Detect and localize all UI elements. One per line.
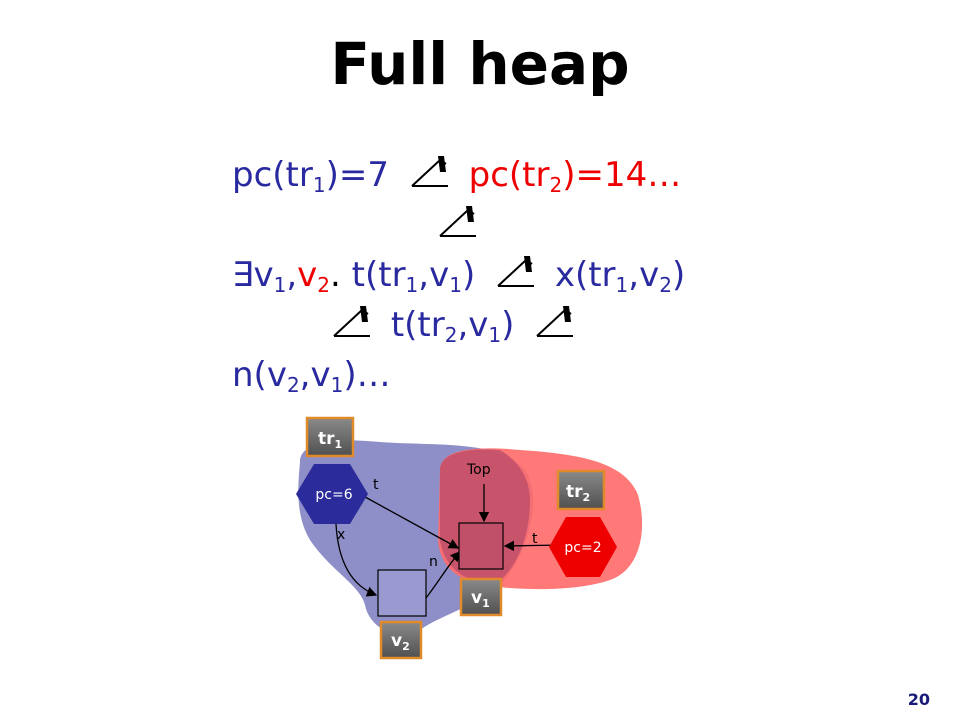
slide-title: Full heap (330, 30, 630, 98)
var-text: v (253, 255, 274, 295)
pc-tr1-text: pc(tr (232, 155, 313, 195)
edge-t-tr1-v1 (355, 491, 460, 549)
v2-name-box: v2 (379, 620, 423, 660)
pc1-label: pc=6 (315, 487, 352, 503)
subscript: 2 (659, 273, 672, 297)
page-number: 20 (907, 690, 930, 709)
subscript: 1 (405, 273, 419, 297)
subscript: 2 (286, 373, 300, 397)
tr1-sub: 1 (335, 438, 343, 451)
tr1-hexagon[interactable] (296, 464, 368, 524)
conjunction-flag-icon (411, 156, 448, 187)
tr2-hexagon[interactable] (549, 517, 617, 577)
edge-label-n: n (429, 554, 438, 570)
pc2-label: pc=2 (564, 540, 601, 556)
subscript: 1 (449, 273, 462, 297)
tr2-name: tr (566, 482, 583, 502)
subscript: 1 (273, 273, 287, 297)
pc-tr1-value: )=7 (325, 155, 389, 195)
v2-sub: 2 (402, 640, 410, 653)
svg-text:v1: v1 (471, 588, 490, 610)
edge-x-tr1-v2 (335, 523, 378, 597)
edge-n-v2-v1 (425, 551, 461, 599)
v1-name: v (471, 588, 482, 608)
x-relation-text: x(tr (554, 255, 616, 295)
svg-text:tr2: tr2 (566, 482, 590, 504)
x-relation-text: ) (671, 255, 686, 295)
conjunction-flag-icon (333, 306, 370, 337)
subscript: 2 (444, 323, 458, 347)
v1-sub: 1 (482, 597, 490, 610)
dot: . (330, 255, 341, 295)
conjunction-flag-icon (497, 256, 535, 287)
svg-text:tr1: tr1 (318, 429, 342, 451)
pc-tr2-text: pc(tr (468, 155, 550, 195)
conjunction-flag-icon (536, 306, 574, 337)
subscript: 1 (312, 173, 326, 197)
t-relation-text: ) (461, 255, 476, 295)
formula: pc(tr1)=7 pc(tr2)=14… ∃v1,v2. t(tr1,v1) … (232, 150, 685, 400)
tr1-name: tr (318, 429, 335, 449)
v2-node[interactable] (377, 569, 427, 617)
t-relation-text: t(tr (351, 255, 406, 295)
t-relation-text: t(tr (390, 305, 445, 345)
tr1-name-box: tr1 (305, 416, 355, 458)
n-relation-text: n(v (232, 355, 287, 395)
v1-name-box: v1 (459, 577, 503, 617)
subscript: 1 (330, 373, 344, 397)
v2-name: v (391, 631, 402, 651)
n-relation-text: ,v (299, 355, 331, 395)
t-relation-text: ,v (418, 255, 450, 295)
x-relation-text: ,v (628, 255, 660, 295)
t-relation-text: ) (501, 305, 515, 345)
v1-node[interactable] (458, 522, 504, 570)
formula-line-1: pc(tr1)=7 pc(tr2)=14… (232, 150, 685, 200)
pc-tr2-value: )=14… (562, 155, 682, 195)
formula-line-5: n(v2,v1)… (232, 350, 685, 400)
edge-label-t1: t (373, 477, 379, 493)
formula-line-3: ∃v1,v2. t(tr1,v1) x(tr1,v2) (232, 250, 685, 300)
edge-label-t2: t (532, 531, 538, 547)
tr2-sub: 2 (583, 491, 591, 504)
top-label: Top (466, 462, 491, 478)
exists-symbol: ∃ (232, 255, 254, 295)
svg-text:v2: v2 (391, 631, 410, 653)
subscript: 2 (317, 273, 331, 297)
subscript: 1 (488, 323, 502, 347)
comma: , (286, 255, 298, 295)
tr2-name-box: tr2 (556, 469, 606, 511)
subscript: 2 (549, 173, 563, 197)
t-relation-text: ,v (457, 305, 489, 345)
var-text: v (297, 255, 318, 295)
edge-label-x: x (337, 527, 345, 543)
conjunction-flag-icon (439, 206, 476, 237)
formula-line-2 (232, 200, 685, 250)
formula-line-4: t(tr2,v1) (232, 300, 685, 350)
n-relation-text: )… (343, 355, 391, 395)
subscript: 1 (615, 273, 629, 297)
